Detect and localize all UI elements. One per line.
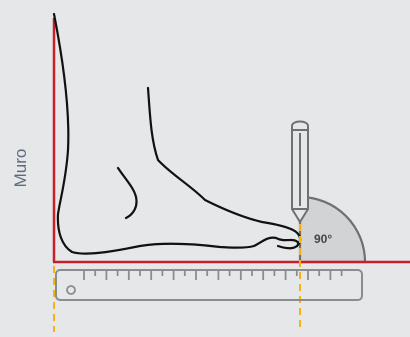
foot-top (148, 88, 300, 246)
ankle-bone (118, 168, 137, 218)
right-angle-sector (300, 197, 365, 262)
ruler-ticks (84, 271, 342, 280)
wall-label: Muro (11, 149, 31, 188)
ruler-hole (67, 286, 75, 294)
angle-label: 90° (314, 232, 332, 246)
pencil-icon (292, 122, 308, 223)
foot-outline (54, 14, 300, 254)
foot-sole (54, 14, 298, 254)
ruler-body (56, 270, 362, 300)
ruler-icon (56, 270, 362, 300)
